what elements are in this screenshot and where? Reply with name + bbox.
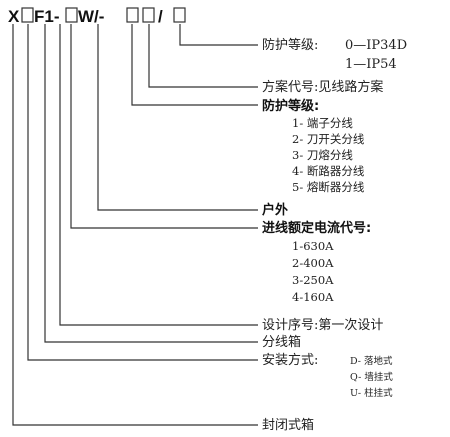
code-box-4: [142, 7, 155, 23]
leader-dist-box: [44, 24, 258, 343]
outdoor-label: 户外: [262, 202, 288, 218]
code-f1: F1-: [34, 7, 60, 26]
install-item-q: Q- 墙挂式: [350, 371, 393, 383]
protection-top-title: 防护等级:: [262, 37, 318, 53]
protection-title: 防护等级:: [262, 98, 319, 114]
leader-protection-top: [179, 24, 258, 46]
current-item-4: 4-160A: [292, 290, 334, 304]
current-item-3: 3-250A: [292, 273, 334, 287]
current-title: 进线额定电流代号:: [262, 220, 371, 236]
leader-current: [70, 24, 258, 229]
protection-item-3: 3- 刀熔分线: [292, 148, 353, 162]
scheme-label: 方案代号:见线路方案: [262, 79, 383, 95]
current-item-1: 1-630A: [292, 239, 334, 253]
code-box-2: [65, 7, 78, 23]
enclosed-label: 封闭式箱: [262, 417, 314, 433]
protection-item-1: 1- 端子分线: [292, 116, 353, 130]
protection-top-opt2: 1—IP54: [345, 57, 397, 72]
protection-item-4: 4- 断路器分线: [292, 164, 365, 178]
install-item-u: U- 柱挂式: [350, 387, 393, 399]
code-box-3: [126, 7, 139, 23]
protection-item-2: 2- 刀开关分线: [292, 132, 365, 146]
install-title: 安装方式:: [262, 352, 318, 368]
code-box-1: [21, 7, 34, 23]
code-w: W/-: [78, 7, 104, 26]
code-x: X: [8, 7, 20, 26]
code-slash: /: [158, 7, 163, 26]
install-item-d: D- 落地式: [350, 355, 393, 367]
leader-install: [27, 24, 258, 361]
protection-top-opt1: 0—IP34D: [345, 38, 407, 53]
protection-item-5: 5- 熔断器分线: [292, 180, 365, 194]
leader-enclosed: [12, 24, 258, 426]
dist-box-label: 分线箱: [262, 334, 301, 350]
current-item-2: 2-400A: [292, 256, 334, 270]
code-box-5: [173, 7, 186, 23]
leader-outdoor: [97, 24, 258, 211]
leader-design: [59, 24, 258, 326]
leader-protection: [131, 24, 258, 106]
leader-scheme: [148, 24, 258, 88]
design-label: 设计序号:第一次设计: [262, 317, 383, 333]
